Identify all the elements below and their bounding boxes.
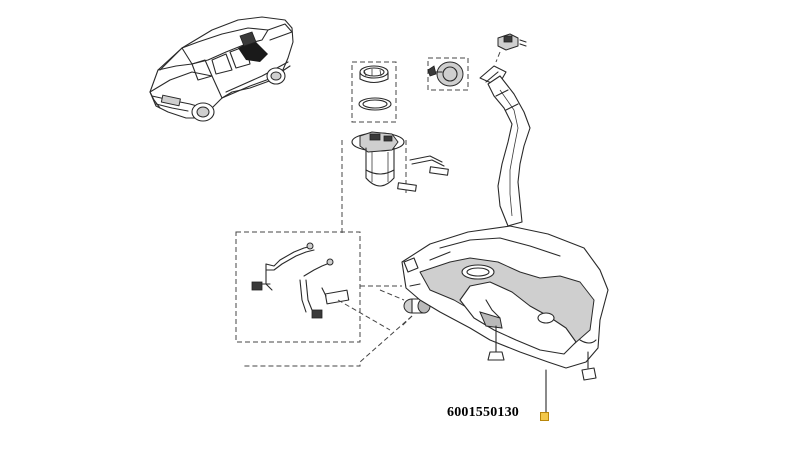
sensor-bracket-group: [235, 231, 402, 343]
fuel-filler-neck: [479, 33, 531, 227]
part-number-label: 6001550130: [447, 405, 519, 420]
fuel-pump-module: [341, 131, 449, 234]
pump-seal-ring: [358, 97, 392, 111]
pump-locking-ring: [351, 61, 397, 123]
car-locator-illustration: [149, 16, 294, 122]
fuel-tank: [401, 225, 609, 381]
filler-flap-bracket: [427, 57, 469, 91]
callout-marker-icon[interactable]: [540, 412, 549, 421]
